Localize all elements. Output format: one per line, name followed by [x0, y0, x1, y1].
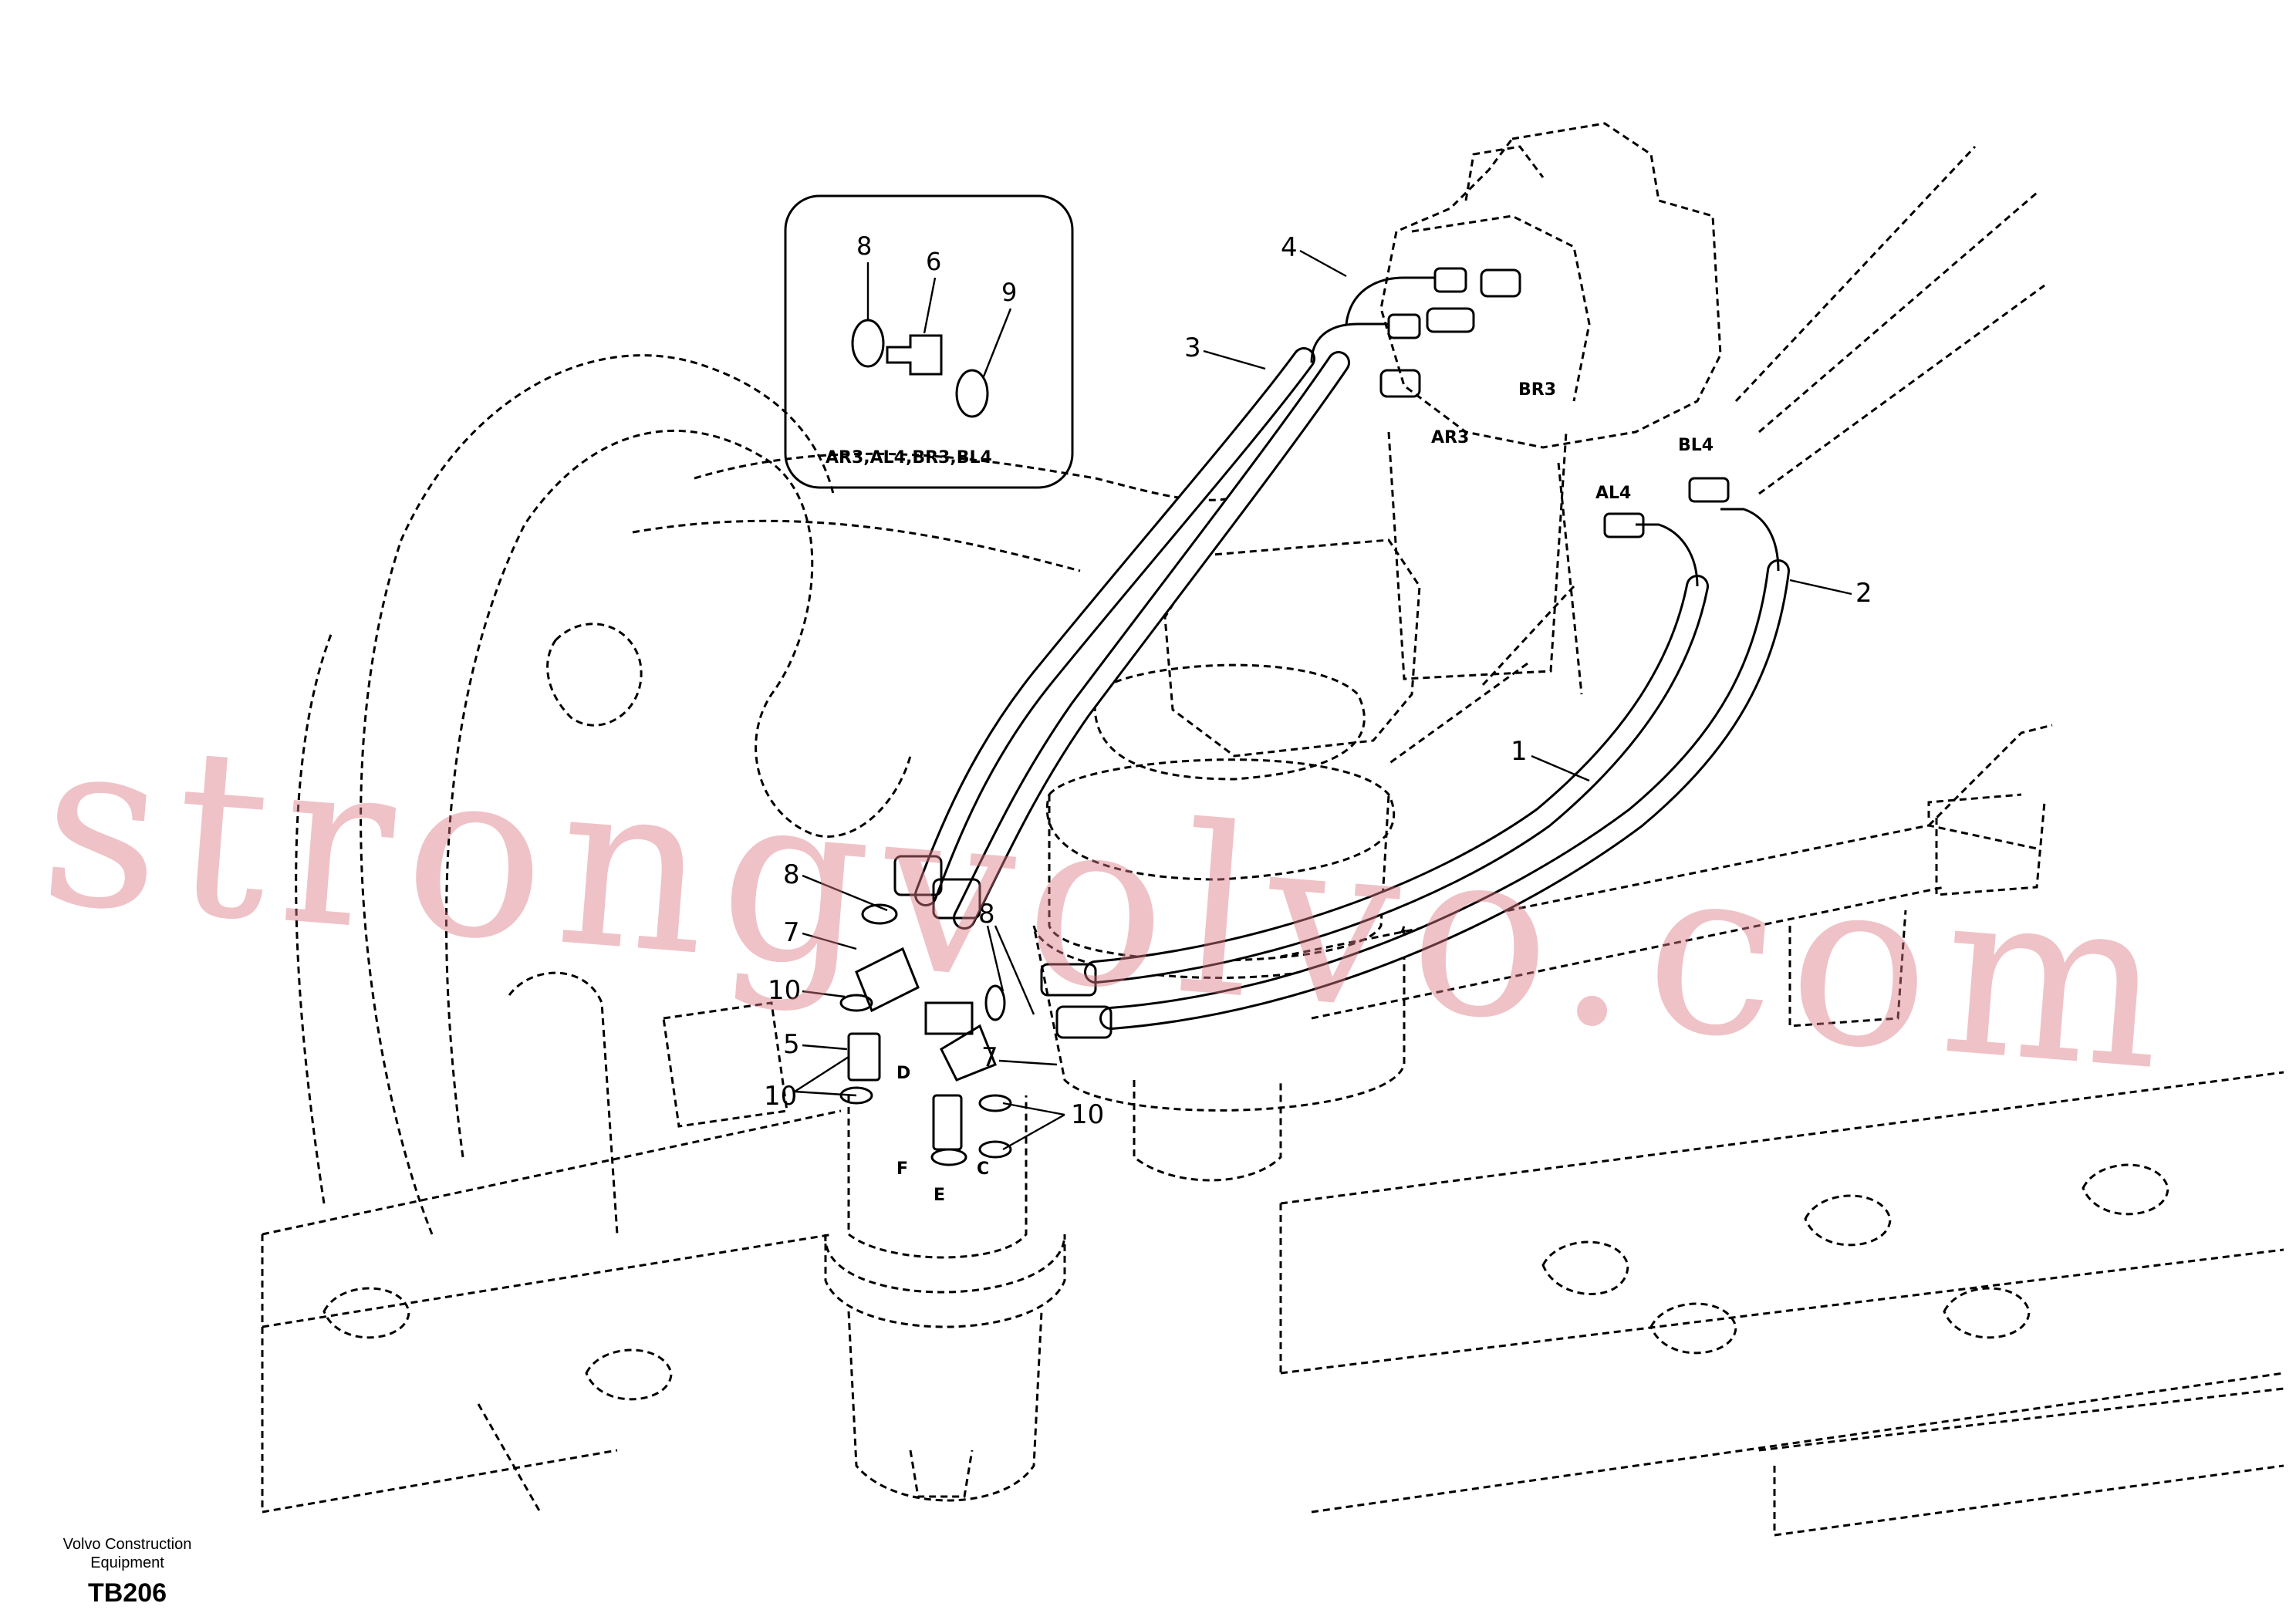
- callout-8-right: 8: [978, 899, 995, 930]
- callout-7-right: 7: [981, 1042, 998, 1073]
- footer-drawing-code: TB206: [87, 1578, 167, 1608]
- inset-label-9: 9: [1001, 278, 1017, 307]
- inset-label-6: 6: [926, 247, 941, 276]
- inset-caption: AR3,AL4,BR3,BL4: [826, 448, 992, 467]
- port-ar3: AR3: [1431, 428, 1469, 447]
- callout-3: 3: [1184, 332, 1201, 363]
- port-labels: BR3 AR3 BL4 AL4 D F E C: [896, 380, 1714, 1205]
- footer-company-line2: Equipment: [90, 1554, 164, 1571]
- port-d: D: [896, 1064, 910, 1083]
- port-al4: AL4: [1595, 484, 1631, 503]
- callout-labels: 4 3 2 1 8 7 10 5 10 8 7 10: [764, 232, 1872, 1130]
- callout-10-right: 10: [1071, 1099, 1104, 1130]
- callout-1: 1: [1511, 736, 1528, 767]
- callout-10-lower: 10: [764, 1081, 797, 1112]
- callout-leaders: [794, 249, 1852, 1151]
- port-bl4: BL4: [1678, 436, 1714, 455]
- o-ring-9: [955, 369, 989, 418]
- inset-detail: 8 6 9 AR3,AL4,BR3,BL4: [784, 194, 1074, 489]
- callout-10-upper: 10: [768, 975, 801, 1006]
- inset-frame: [784, 194, 1074, 489]
- port-f: F: [896, 1159, 908, 1179]
- o-ring-8: [851, 319, 885, 368]
- callout-4: 4: [1281, 232, 1298, 263]
- adapter-6: [886, 334, 943, 376]
- callout-8-left: 8: [783, 859, 800, 890]
- callout-5: 5: [783, 1029, 800, 1060]
- callout-2: 2: [1855, 578, 1872, 609]
- footer: Volvo Construction Equipment TB206: [31, 1535, 224, 1608]
- port-br3: BR3: [1518, 380, 1556, 400]
- machine-outline: [261, 122, 2284, 1537]
- port-e: E: [934, 1186, 945, 1205]
- hose-assembly: [839, 267, 1790, 1166]
- inset-label-8: 8: [856, 231, 872, 261]
- port-c: C: [977, 1159, 989, 1179]
- footer-company-line1: Volvo Construction: [62, 1536, 192, 1553]
- callout-7-left: 7: [783, 917, 800, 948]
